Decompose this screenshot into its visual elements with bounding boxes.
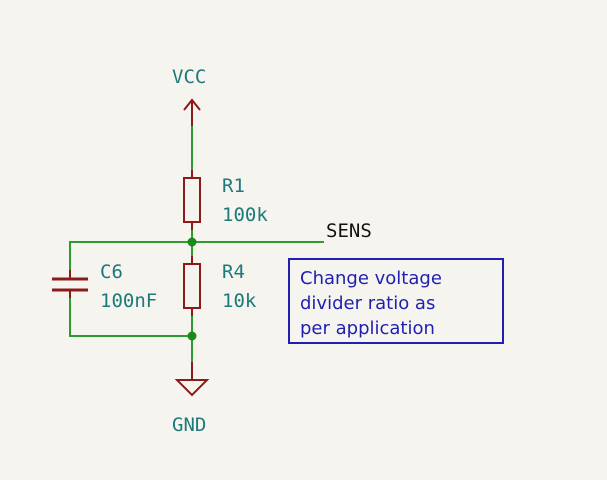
gnd-triangle-icon <box>174 379 210 397</box>
r1-reference: R1 <box>222 175 245 197</box>
vcc-power-symbol[interactable] <box>183 98 201 126</box>
junction-dot <box>187 331 197 341</box>
c6-reference: C6 <box>100 261 123 283</box>
gnd-power-symbol[interactable] <box>174 362 210 397</box>
resistor-r1-body <box>183 177 201 223</box>
junction-dot <box>187 237 197 247</box>
wire-c6-top <box>69 241 192 270</box>
annotation-note-box[interactable]: Change voltage divider ratio as per appl… <box>288 258 504 344</box>
note-line: divider ratio as <box>300 293 436 314</box>
resistor-r4-body <box>183 263 201 309</box>
r1-value: 100k <box>222 204 268 226</box>
vcc-label: VCC <box>172 66 207 88</box>
resistor-r4[interactable] <box>183 256 201 316</box>
r4-reference: R4 <box>222 261 245 283</box>
wires <box>69 126 324 362</box>
c6-value: 100nF <box>100 290 158 312</box>
junctions <box>187 237 197 341</box>
r4-value: 10k <box>222 290 257 312</box>
wire-c6-bottom <box>69 298 192 337</box>
capacitor-c6[interactable] <box>52 277 88 292</box>
resistor-r1[interactable] <box>183 170 201 230</box>
note-line: per application <box>300 318 435 339</box>
gnd-label: GND <box>172 414 207 436</box>
sens-net-label[interactable]: SENS <box>326 220 372 242</box>
note-line: Change voltage <box>300 268 442 289</box>
